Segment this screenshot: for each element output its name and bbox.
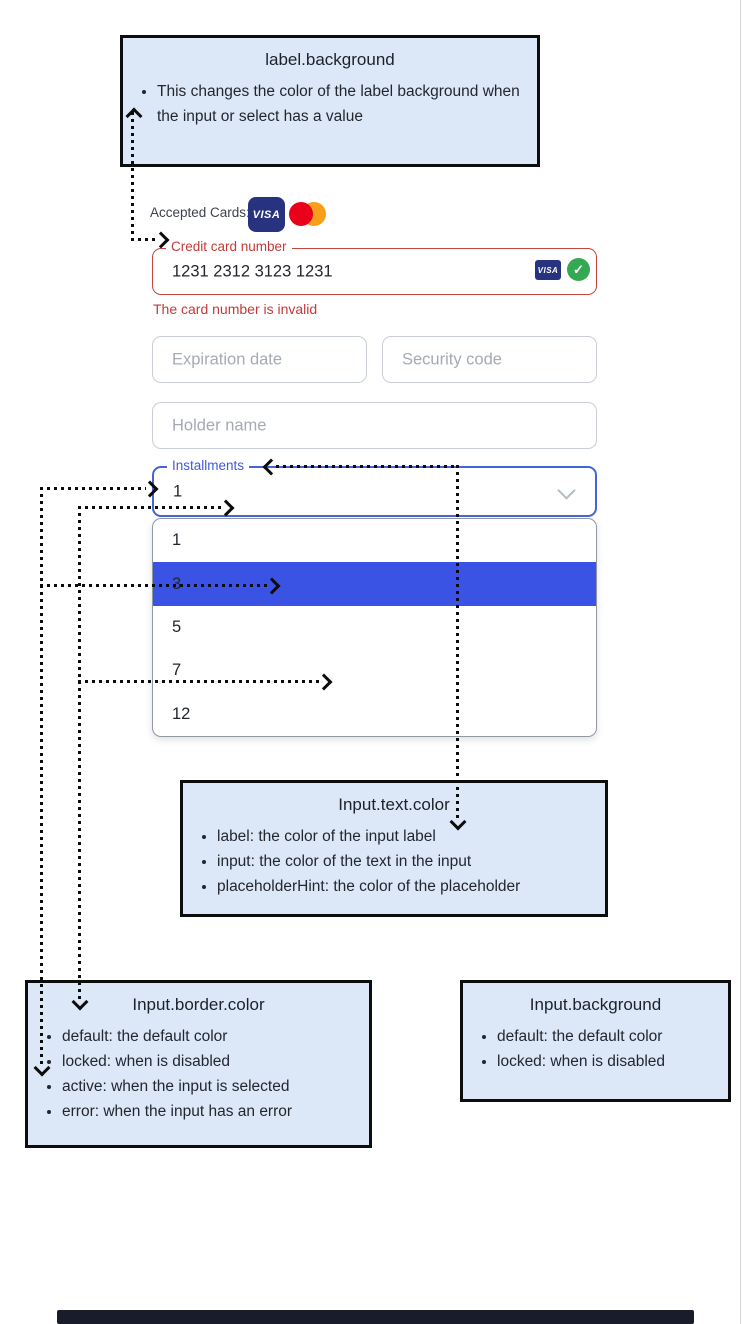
dotted-connector — [78, 506, 222, 509]
callout-bullets: label: the color of the input label inpu… — [183, 824, 605, 899]
callout-bullet: default: the default color — [497, 1024, 714, 1049]
dotted-connector — [131, 238, 157, 241]
dropdown-option-7[interactable]: 7 — [172, 661, 182, 680]
navigation-handle-bar — [57, 1310, 694, 1324]
installments-value: 1 — [173, 482, 183, 500]
visa-icon: VISA — [248, 197, 285, 232]
card-number-value: 1231 2312 3123 1231 — [172, 262, 333, 280]
dotted-connector — [131, 112, 134, 240]
callout-title: Input.background — [529, 995, 662, 1014]
mastercard-red-circle — [289, 202, 313, 226]
callout-title: Input.text.color — [338, 795, 450, 814]
callout-bullet: input: the color of the text in the inpu… — [217, 849, 591, 874]
holder-name-placeholder: Holder name — [172, 416, 267, 434]
callout-label-background: label.background This changes the color … — [120, 35, 540, 167]
dotted-connector — [40, 487, 43, 1066]
callout-title: label.background — [265, 50, 395, 69]
callout-bullet: default: the default color — [62, 1024, 355, 1049]
accepted-cards-label: Accepted Cards: — [150, 205, 250, 220]
dotted-connector — [276, 465, 458, 468]
callout-bullet: locked: when is disabled — [62, 1049, 355, 1074]
callout-input-text-color: Input.text.color label: the color of the… — [180, 780, 608, 917]
dropdown-option-1[interactable]: 1 — [172, 531, 182, 550]
security-code-input[interactable]: Security code — [382, 336, 597, 383]
visa-icon: VISA — [535, 260, 561, 280]
callout-bullet: error: when the input has an error — [62, 1099, 355, 1124]
callout-bullet: placeholderHint: the color of the placeh… — [217, 874, 591, 899]
callout-title: Input.border.color — [132, 995, 265, 1014]
chevron-down-icon — [557, 481, 576, 500]
installments-select[interactable]: Installments 1 — [152, 458, 597, 517]
dotted-connector — [456, 465, 459, 820]
card-number-label: Credit card number — [166, 239, 292, 254]
dropdown-option-12[interactable]: 12 — [172, 704, 191, 723]
dropdown-option-5[interactable]: 5 — [172, 618, 182, 637]
callout-bullet: This changes the color of the label back… — [157, 79, 523, 129]
expiration-date-input[interactable]: Expiration date — [152, 336, 367, 383]
card-number-input[interactable]: Credit card number 1231 2312 3123 1231 V… — [152, 239, 597, 295]
callout-bullet: locked: when is disabled — [497, 1049, 714, 1074]
dotted-connector — [40, 487, 146, 490]
callout-input-background: Input.background default: the default co… — [460, 980, 731, 1102]
callout-input-border-color: Input.border.color default: the default … — [25, 980, 372, 1148]
installments-dropdown: 1 3 5 7 12 — [152, 518, 597, 737]
callout-bullets: default: the default color locked: when … — [28, 1024, 369, 1124]
verified-icon: ✓ — [567, 258, 590, 281]
dotted-connector — [78, 680, 320, 683]
installments-label: Installments — [167, 458, 250, 473]
expiration-date-placeholder: Expiration date — [172, 350, 283, 368]
callout-bullet: active: when the input is selected — [62, 1074, 355, 1099]
dotted-connector — [78, 506, 81, 1000]
page-edge-divider — [740, 0, 741, 1324]
security-code-placeholder: Security code — [402, 350, 502, 368]
holder-name-input[interactable]: Holder name — [152, 402, 597, 449]
callout-bullets: This changes the color of the label back… — [123, 79, 537, 129]
callout-bullet: label: the color of the input label — [217, 824, 591, 849]
mastercard-icon — [289, 199, 327, 230]
dotted-connector — [40, 584, 268, 587]
card-number-error: The card number is invalid — [153, 301, 318, 317]
callout-bullets: default: the default color locked: when … — [463, 1024, 728, 1074]
